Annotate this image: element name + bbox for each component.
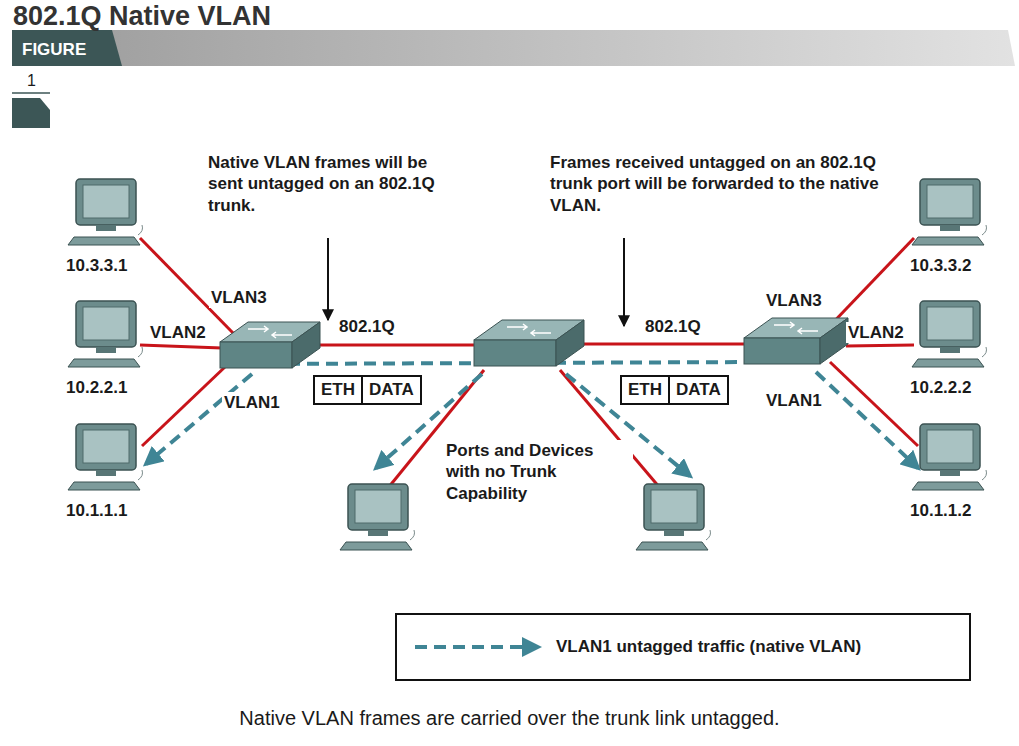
vlan-label: VLAN3 — [209, 287, 269, 308]
computer-node: 10.3.3.1 — [66, 178, 146, 276]
note-label: Ports and Devices with no Trunk Capabili… — [444, 440, 633, 504]
computer-icon — [636, 484, 711, 550]
legend-text: VLAN1 untagged traffic (native VLAN) — [556, 636, 861, 657]
ethernet-link — [140, 238, 234, 334]
header-band — [12, 30, 1015, 66]
computer-node: 10.1.1.1 — [66, 423, 146, 521]
ethernet-link — [582, 343, 746, 346]
vlan-label: VLAN2 — [846, 322, 906, 343]
computer-icon — [340, 484, 415, 550]
native-vlan-path — [816, 372, 918, 468]
vlan-label: VLAN3 — [764, 290, 824, 311]
figure-tab-label: FIGURE — [22, 39, 86, 60]
figure-tab — [12, 30, 122, 66]
frame-box: ETHDATA — [313, 375, 422, 405]
trunk-label: 802.1Q — [643, 316, 703, 337]
native-vlan-path — [146, 374, 252, 464]
callout-arrow — [623, 238, 625, 326]
computer-node: 10.2.2.2 — [910, 300, 990, 398]
figure-number: 1 — [27, 71, 36, 91]
ip-address: 10.3.3.2 — [910, 256, 990, 276]
ethernet-link — [140, 345, 222, 348]
ip-address: 10.2.2.1 — [66, 378, 146, 398]
ethernet-link — [142, 366, 226, 446]
ethernet-link — [846, 345, 914, 346]
computer-icon — [66, 300, 146, 368]
switch-icon — [474, 320, 584, 366]
title: 802.1Q Native VLAN — [13, 0, 271, 34]
callout-note: Frames received untagged on an 802.1Q tr… — [550, 152, 895, 216]
computer-node: 10.2.2.1 — [66, 300, 146, 398]
frame-field: DATA — [361, 377, 420, 403]
ip-address: 10.1.1.2 — [910, 501, 990, 521]
computer-icon — [66, 178, 146, 246]
caption: Native VLAN frames are carried over the … — [0, 706, 1019, 731]
vlan-label: VLAN1 — [764, 390, 824, 411]
vlan-label: VLAN1 — [222, 392, 282, 413]
figure-rule — [12, 92, 50, 94]
computer-node: 10.3.3.2 — [910, 178, 990, 276]
ethernet-link — [312, 344, 476, 347]
legend-sample — [415, 645, 538, 649]
computer-icon — [910, 300, 990, 368]
callout-note: Native VLAN frames will be sent untagged… — [208, 152, 448, 216]
legend-box — [396, 614, 970, 680]
switch-icon — [220, 322, 320, 368]
frame-field: DATA — [668, 377, 727, 403]
frame-field: ETH — [315, 377, 361, 403]
frame-box: ETHDATA — [620, 375, 729, 405]
figure-marker — [12, 98, 50, 128]
computer-icon — [910, 423, 990, 491]
switch-icon — [744, 318, 848, 364]
computer-node: 10.1.1.2 — [910, 423, 990, 521]
frame-field: ETH — [622, 377, 668, 403]
ip-address: 10.2.2.2 — [910, 378, 990, 398]
vlan-label: VLAN2 — [148, 322, 208, 343]
computer-icon — [66, 423, 146, 491]
computer-icon — [910, 178, 990, 246]
callout-arrow — [327, 238, 329, 320]
devices — [220, 318, 848, 550]
ethernet-link — [830, 362, 918, 446]
ip-address: 10.1.1.1 — [66, 501, 146, 521]
trunk-label: 802.1Q — [337, 316, 397, 337]
ip-address: 10.3.3.1 — [66, 256, 146, 276]
